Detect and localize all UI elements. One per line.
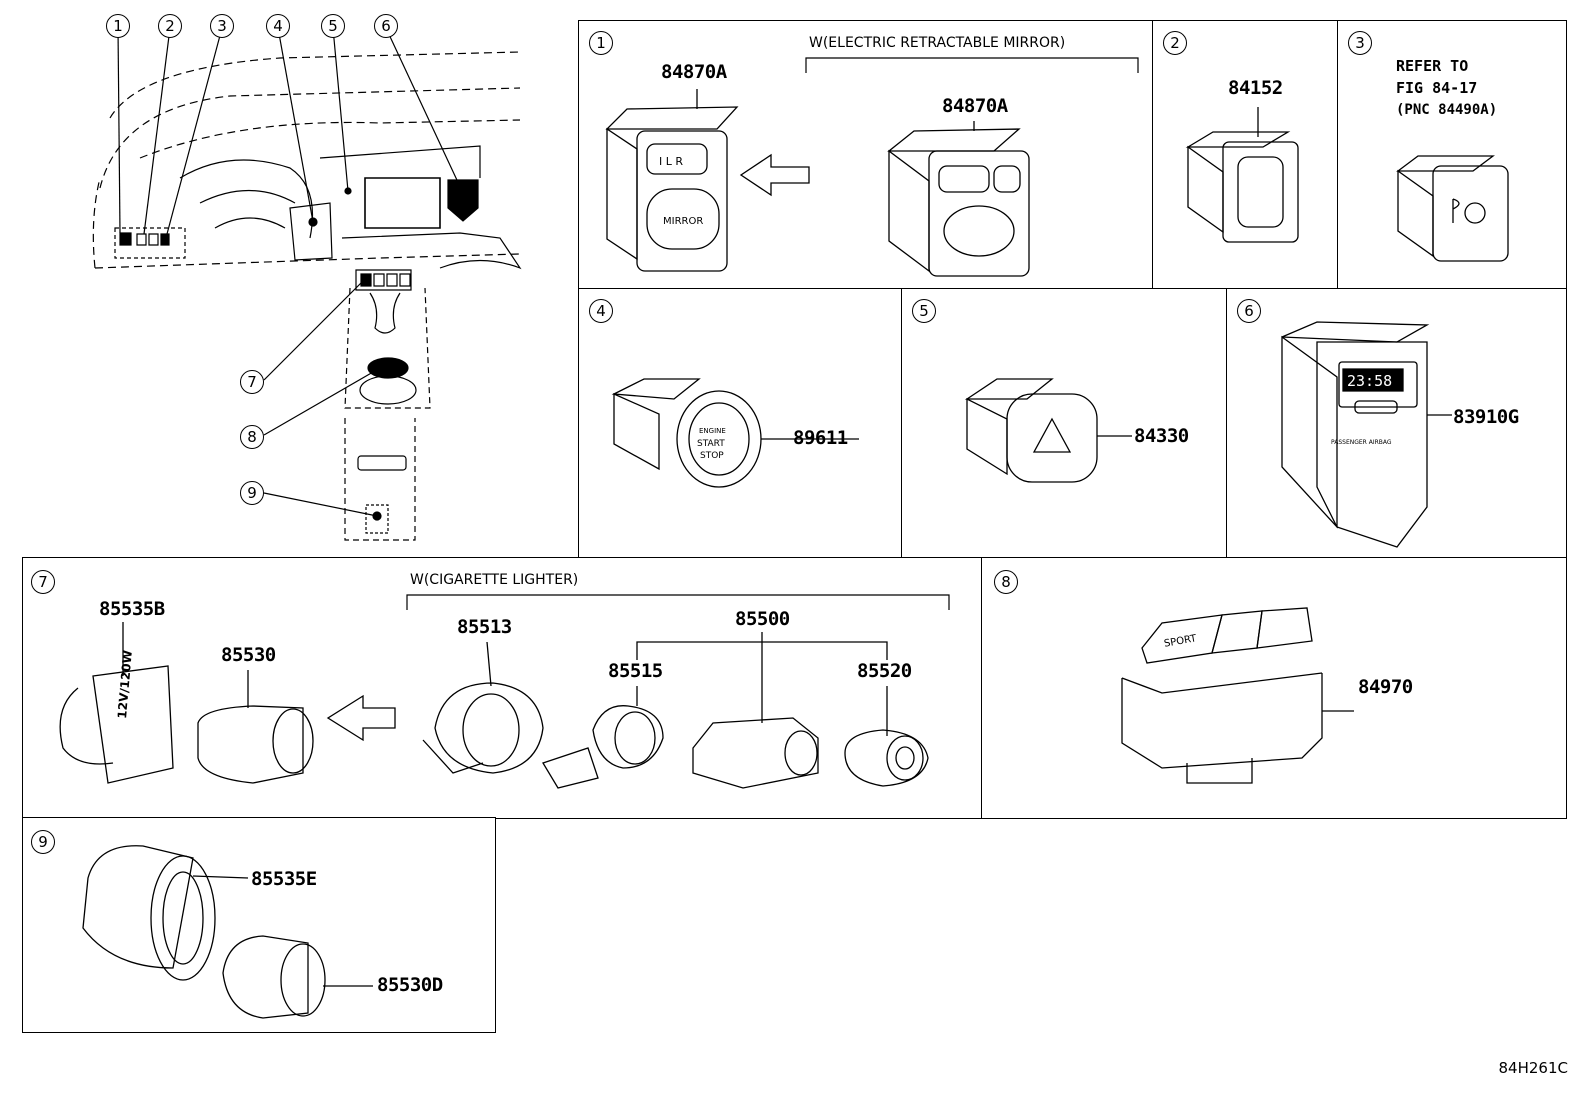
- start-button-illustration: [604, 374, 864, 494]
- part-number-85530: 85530: [221, 644, 276, 666]
- diagram-code: 84H261C: [1498, 1059, 1568, 1077]
- part-number-85535b: 85535B: [99, 598, 165, 620]
- part-number-85500: 85500: [735, 608, 790, 630]
- panel-8: 8 SPORT 84970: [981, 557, 1567, 819]
- panel-number: 9: [31, 830, 55, 854]
- panel-5: 5 84330: [901, 288, 1228, 558]
- overview-callout-2: 2: [158, 14, 182, 38]
- part-number-85515: 85515: [608, 660, 663, 682]
- panel-1: 1 W(ELECTRIC RETRACTABLE MIRROR) 84870A …: [578, 20, 1154, 290]
- panel-3: 3 REFER TO FIG 84-17 (PNC 84490A): [1337, 20, 1567, 290]
- reference-line-2: FIG 84-17: [1396, 79, 1478, 97]
- part-number-84970: 84970: [1358, 676, 1413, 698]
- panel-4: 4 ENGINE START STOP 89611: [578, 288, 903, 558]
- airbag-display-text: 23:58: [1347, 372, 1393, 390]
- panel-number: 6: [1237, 299, 1261, 323]
- power-outlet-illustration: [23, 818, 497, 1034]
- overview-callout-8: 8: [240, 425, 264, 449]
- panel-2: 2 84152: [1152, 20, 1339, 290]
- panel-number: 8: [994, 570, 1018, 594]
- switch-84152-illustration: [1183, 107, 1313, 252]
- panel-note: W(CIGARETTE LIGHTER): [410, 572, 579, 588]
- parking-switch-illustration: [1393, 151, 1533, 276]
- panel-number: 1: [589, 31, 613, 55]
- overview-callout-4: 4: [266, 14, 290, 38]
- overview-callout-3: 3: [210, 14, 234, 38]
- panel-number: 5: [912, 299, 936, 323]
- part-number-89611: 89611: [793, 427, 848, 449]
- arrow-left-icon: [739, 153, 814, 198]
- mirror-button-text: MIRROR: [663, 216, 704, 227]
- airbag-indicator-illustration: [1277, 317, 1477, 552]
- panel-number: 7: [31, 570, 55, 594]
- part-number-85530d: 85530D: [377, 974, 443, 996]
- dashboard-illustration: [80, 28, 560, 548]
- mirror-switch-retract-illustration: [884, 121, 1049, 281]
- part-number-85535e: 85535E: [251, 868, 317, 890]
- overview-callout-6: 6: [374, 14, 398, 38]
- reference-line-1: REFER TO: [1396, 57, 1469, 75]
- start-button-text-1: ENGINE: [699, 427, 726, 435]
- part-number-84870a-alt: 84870A: [942, 95, 1008, 117]
- reference-line-3: (PNC 84490A): [1396, 102, 1498, 118]
- start-button-text-2: START: [697, 439, 725, 449]
- part-number-84870a: 84870A: [661, 61, 727, 83]
- start-button-text-3: STOP: [700, 451, 724, 461]
- mirror-switch-illustration: [597, 89, 747, 279]
- overview-callout-5: 5: [321, 14, 345, 38]
- airbag-label-text: PASSENGER AIRBAG: [1331, 439, 1392, 446]
- part-number-84330: 84330: [1134, 425, 1189, 447]
- part-number-84152: 84152: [1228, 77, 1283, 99]
- note-bracket: [406, 594, 951, 612]
- drive-mode-switch-illustration: [1102, 593, 1382, 793]
- part-number-85520: 85520: [857, 660, 912, 682]
- overview-callout-7: 7: [240, 370, 264, 394]
- power-socket-parts-illustration: [23, 558, 984, 820]
- panel-7: 7 W(CIGARETTE LIGHTER) 85535B 85530 8551…: [22, 557, 983, 819]
- panel-number: 4: [589, 299, 613, 323]
- panel-9: 9 85535E 85530D: [22, 817, 496, 1033]
- panel-6: 6 23:58 PASSENGER AIRBAG 83910G: [1226, 288, 1567, 558]
- overview-callout-9: 9: [240, 481, 264, 505]
- part-number-85513: 85513: [457, 616, 512, 638]
- mirror-button-lr-text: I L R: [659, 155, 684, 168]
- panel-number: 3: [1348, 31, 1372, 55]
- panel-note: W(ELECTRIC RETRACTABLE MIRROR): [809, 35, 1066, 51]
- note-bracket: [805, 57, 1140, 75]
- overview-callout-1: 1: [106, 14, 130, 38]
- hazard-switch-illustration: [957, 374, 1187, 494]
- part-number-83910g: 83910G: [1453, 406, 1519, 428]
- panel-number: 2: [1163, 31, 1187, 55]
